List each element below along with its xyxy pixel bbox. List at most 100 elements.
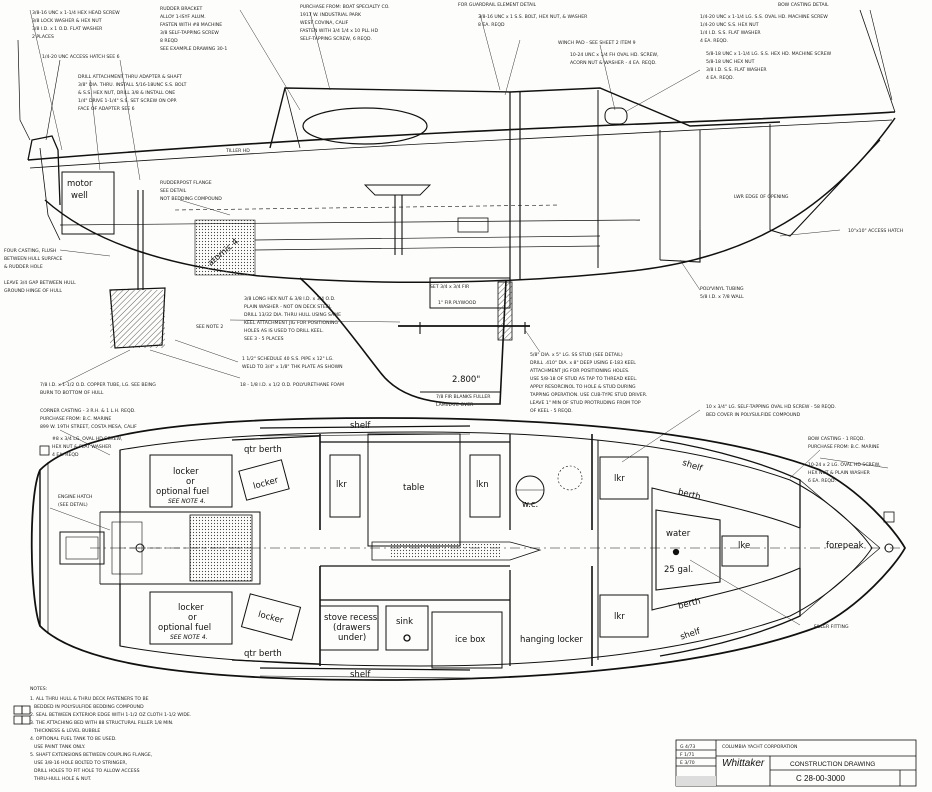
- svg-text:5/8" DIA. x 5" LG. SS STUD (SE: 5/8" DIA. x 5" LG. SS STUD (SEE DETAIL): [530, 352, 623, 358]
- svg-text:PURCHASE FROM: B.C. MARINE: PURCHASE FROM: B.C. MARINE: [40, 416, 111, 422]
- svg-text:BOW CASTING DETAIL: BOW CASTING DETAIL: [778, 2, 829, 8]
- svg-text:CORNER CASTING - 3 R.H. & 1 L.: CORNER CASTING - 3 R.H. & 1 L.H. REQD.: [40, 408, 136, 414]
- lkr-water-label: lke: [738, 541, 750, 551]
- svg-text:BOW CASTING - 1 REQD.: BOW CASTING - 1 REQD.: [808, 436, 865, 442]
- svg-text:FASTEN WITH #8 MACHINE: FASTEN WITH #8 MACHINE: [160, 22, 222, 28]
- svg-text:APPLY RESORCINOL TO HOLE & STU: APPLY RESORCINOL TO HOLE & STUD DURING: [530, 384, 636, 390]
- svg-text:BETWEEN HULL SURFACE: BETWEEN HULL SURFACE: [4, 256, 62, 262]
- svg-text:NOTES:: NOTES:: [30, 686, 48, 692]
- stove-recess-line2: (drawers: [333, 623, 371, 633]
- locker-top-note: SEE NOTE 4.: [168, 498, 206, 505]
- svg-text:G 4/73: G 4/73: [680, 744, 695, 750]
- svg-text:SEE DETAIL: SEE DETAIL: [160, 188, 187, 194]
- svg-text:BED COVER IN POLYSULFIDE COMPO: BED COVER IN POLYSULFIDE COMPOUND: [706, 412, 801, 418]
- svg-text:(SEE DETAIL): (SEE DETAIL): [58, 502, 88, 508]
- svg-text:1 1/2" SCHEDULE 40 S.S. PIPE x: 1 1/2" SCHEDULE 40 S.S. PIPE x 12" LG.: [242, 356, 334, 362]
- svg-text:PURCHASE FROM: BOAT SPECIALTY: PURCHASE FROM: BOAT SPECIALTY CO.: [300, 4, 390, 10]
- svg-text:FOR GUARDRAIL ELEMENT DETAIL: FOR GUARDRAIL ELEMENT DETAIL: [458, 2, 537, 8]
- svg-text:USE 5/8-18 OF STUD AS TAP TO T: USE 5/8-18 OF STUD AS TAP TO THREAD KEEL…: [530, 376, 637, 382]
- svg-text:7/8 I.D. x 1-1/2 O.D. COPPER T: 7/8 I.D. x 1-1/2 O.D. COPPER TUBE, LG. S…: [40, 382, 156, 388]
- lkr-fwd-top-label: lkr: [614, 474, 625, 484]
- svg-text:GROUND HINGE OF HULL: GROUND HINGE OF HULL: [4, 288, 62, 294]
- svg-text:WELD TO 3/4" x 1/8" THK PLATE: WELD TO 3/4" x 1/8" THK PLATE AS SHOWN: [242, 364, 343, 370]
- qtr-berth-top-label: qtr berth: [244, 445, 282, 455]
- svg-text:PLAIN WASHER - NOT ON DECK STE: PLAIN WASHER - NOT ON DECK STEEL: [244, 304, 332, 310]
- svg-text:1917 W. INDUSTRIAL PARK: 1917 W. INDUSTRIAL PARK: [300, 12, 362, 18]
- svg-text:OF KEEL - 5 REQD.: OF KEEL - 5 REQD.: [530, 408, 573, 414]
- motor-well-label-2: well: [71, 191, 88, 201]
- svg-text:3/8 LOCK WASHER & HEX NUT: 3/8 LOCK WASHER & HEX NUT: [32, 18, 102, 24]
- keel-dimension: 2.800": [452, 375, 480, 385]
- svg-text:6 EA. REQD.: 6 EA. REQD.: [808, 478, 836, 484]
- svg-text:F 1/71: F 1/71: [680, 752, 694, 758]
- svg-text:8 EA. REQD: 8 EA. REQD: [478, 22, 505, 28]
- svg-text:USE 3/8-16 HOLE BOLTED TO STRI: USE 3/8-16 HOLE BOLTED TO STRINGER,: [34, 760, 128, 766]
- forepeak-label: forepeak: [826, 541, 864, 551]
- svg-text:SEE NOTE 2: SEE NOTE 2: [196, 324, 223, 330]
- svg-text:5/8-18 UNC x 1-1/4 LG. S.S. HE: 5/8-18 UNC x 1-1/4 LG. S.S. HEX HD. MACH…: [706, 51, 832, 57]
- svg-text:WINCH PAD - SEE SHEET 2 ITEM 9: WINCH PAD - SEE SHEET 2 ITEM 9: [558, 40, 636, 46]
- svg-text:3/8" DIA. THRU. INSTALL 5/16-1: 3/8" DIA. THRU. INSTALL 5/16-18UNC S.S. …: [78, 82, 187, 88]
- profile-note-text: 3/8-16 UNC x 1-1/4 HEX HEAD SCREW 3/8 LO…: [4, 2, 903, 414]
- svg-text:1/4-20 UNC ACCESS HATCH SEE 6: 1/4-20 UNC ACCESS HATCH SEE 6: [42, 54, 120, 60]
- svg-text:ATTACHMENT JIG FOR POSITIONING: ATTACHMENT JIG FOR POSITIONING HOLES.: [530, 368, 629, 374]
- svg-text:DRILL HOLES TO FIT HOLE TO ALL: DRILL HOLES TO FIT HOLE TO ALLOW ACCESS: [34, 768, 140, 774]
- locker-top-line3: optional fuel: [156, 487, 209, 497]
- svg-text:5. SHAFT EXTENSIONS BETWEEN CO: 5. SHAFT EXTENSIONS BETWEEN COUPLING FLA…: [30, 752, 153, 758]
- svg-text:USE PAINT TANK ONLY.: USE PAINT TANK ONLY.: [34, 744, 85, 750]
- svg-text:5/8 I.D. x 7/8 WALL: 5/8 I.D. x 7/8 WALL: [700, 294, 744, 300]
- locker-optional-fuel-top: locker or optional fuel SEE NOTE 4.: [156, 467, 209, 505]
- svg-text:3/8 I.D. x 1 O.D. FLAT WASHER: 3/8 I.D. x 1 O.D. FLAT WASHER: [32, 26, 103, 32]
- svg-text:RUDDER BRACKET: RUDDER BRACKET: [160, 6, 203, 12]
- motor-well-label-1: motor: [67, 179, 93, 189]
- svg-text:THICKNESS & LEVEL BUBBLE: THICKNESS & LEVEL BUBBLE: [33, 728, 100, 734]
- ice-box-label: ice box: [455, 635, 485, 645]
- plan-note-text: CORNER CASTING - 3 R.H. & 1 L.H. REQD. P…: [40, 404, 881, 630]
- svg-text:SEE EXAMPLE DRAWING 30-1: SEE EXAMPLE DRAWING 30-1: [160, 46, 227, 52]
- svg-text:HEX NUT & PLAIN WASHER: HEX NUT & PLAIN WASHER: [808, 470, 871, 476]
- svg-text:POLYVINYL TUBING: POLYVINYL TUBING: [700, 286, 744, 292]
- svg-text:RUDDERPOST FLANGE: RUDDERPOST FLANGE: [160, 180, 212, 186]
- svg-text:7/8 FIR BLANKS FULLER: 7/8 FIR BLANKS FULLER: [436, 394, 491, 400]
- svg-text:ACORN NUT & WASHER - 4 EA. REQ: ACORN NUT & WASHER - 4 EA. REQD.: [570, 60, 657, 66]
- svg-text:HOLES AS IS USED TO DRILL KEEL: HOLES AS IS USED TO DRILL KEEL.: [244, 328, 324, 334]
- svg-text:3/8 I.D. S.S. FLAT WASHER: 3/8 I.D. S.S. FLAT WASHER: [706, 67, 767, 73]
- svg-text:LEAVE 1" MIN OF STUD PROTRUDIN: LEAVE 1" MIN OF STUD PROTRUDING FROM TOP: [530, 400, 641, 406]
- svg-text:3/8-16 UNC x 1-1/4 HEX HEAD SC: 3/8-16 UNC x 1-1/4 HEX HEAD SCREW: [32, 10, 120, 16]
- locker-bottom-line2: or: [188, 613, 197, 623]
- svg-text:2. SEAL BETWEEN EXTERIOR EDGE: 2. SEAL BETWEEN EXTERIOR EDGE WITH 1-1/2…: [30, 712, 191, 718]
- svg-text:3. THE ATTACHING BED WITH 88 S: 3. THE ATTACHING BED WITH 88 STRUCTURAL …: [30, 720, 174, 726]
- svg-text:4 EA. REQD: 4 EA. REQD: [52, 452, 79, 458]
- svg-text:3/8-16 UNC x 1 S.S. BOLT, HEX: 3/8-16 UNC x 1 S.S. BOLT, HEX NUT, & WAS…: [478, 14, 588, 20]
- svg-text:4. OPTIONAL FUEL TANK TO BE US: 4. OPTIONAL FUEL TANK TO BE USED.: [30, 736, 117, 742]
- svg-text:1/4-20 UNC S.S. HEX NUT: 1/4-20 UNC S.S. HEX NUT: [700, 22, 759, 28]
- svg-text:3/8 LONG HEX NUT & 3/8 I.D. x: 3/8 LONG HEX NUT & 3/8 I.D. x 3/4 O.D.: [244, 296, 335, 302]
- qtr-berth-bottom-label: qtr berth: [244, 649, 282, 659]
- svg-text:PURCHASE FROM: B.C. MARINE: PURCHASE FROM: B.C. MARINE: [808, 444, 879, 450]
- svg-text:ENGINE HATCH: ENGINE HATCH: [58, 494, 93, 500]
- svg-text:10-24 x 2 LG. OVAL HD SCREW,: 10-24 x 2 LG. OVAL HD SCREW,: [808, 462, 881, 468]
- svg-text:DRILL ATTACHMENT THRU ADAPTER: DRILL ATTACHMENT THRU ADAPTER & SHAFT: [78, 74, 182, 80]
- svg-text:HEX NUT & FLAT WASHER: HEX NUT & FLAT WASHER: [52, 444, 112, 450]
- svg-text:BEDDED IN POLYSULFIDE BEDDING: BEDDED IN POLYSULFIDE BEDDING COMPOUND: [34, 704, 144, 710]
- svg-text:LEAVE 3/4 GAP BETWEEN HULL: LEAVE 3/4 GAP BETWEEN HULL: [4, 280, 76, 286]
- svg-text:FASTEN WITH 3/4 1/4 x 10 PLL H: FASTEN WITH 3/4 1/4 x 10 PLL HD: [300, 28, 378, 34]
- svg-text:1/4-20 UNC x 1-1/4 LG. S.S. OV: 1/4-20 UNC x 1-1/4 LG. S.S. OVAL HD. MAC…: [700, 14, 828, 20]
- svg-text:4 EA. REQD.: 4 EA. REQD.: [706, 75, 734, 81]
- water-capacity-label: 25 gal.: [664, 565, 693, 575]
- svg-text:WEST COVINA, CALIF: WEST COVINA, CALIF: [300, 20, 349, 26]
- svg-text:SELF-TAPPING SCREW, 6 REQD.: SELF-TAPPING SCREW, 6 REQD.: [300, 36, 372, 42]
- svg-text:& RUDDER HOLE: & RUDDER HOLE: [4, 264, 43, 270]
- svg-text:18 - 1/8 I.D. x 1/2 O.D. POLYU: 18 - 1/8 I.D. x 1/2 O.D. POLYURETHANE FO…: [240, 382, 344, 388]
- general-notes: NOTES: 1. ALL THRU HULL & THRU DECK FAST…: [13, 686, 191, 782]
- svg-text:1/4 I.D. S.S. FLAT WASHER: 1/4 I.D. S.S. FLAT WASHER: [700, 30, 761, 36]
- svg-text:THRU-HULL HOLE & NUT.: THRU-HULL HOLE & NUT.: [33, 776, 91, 782]
- svg-text:BURN TO BOTTOM OF HULL: BURN TO BOTTOM OF HULL: [40, 390, 104, 396]
- svg-text:5/8-18 UNC HEX NUT: 5/8-18 UNC HEX NUT: [706, 59, 755, 65]
- svg-text:LAMINATE OVER: LAMINATE OVER: [436, 402, 474, 408]
- svg-text:2 PLACES: 2 PLACES: [32, 34, 54, 40]
- svg-text:3/8 SELF-TAPPING SCREW: 3/8 SELF-TAPPING SCREW: [160, 30, 219, 36]
- hanging-locker-label: hanging locker: [520, 635, 583, 645]
- locker-top-line1: locker: [173, 467, 199, 477]
